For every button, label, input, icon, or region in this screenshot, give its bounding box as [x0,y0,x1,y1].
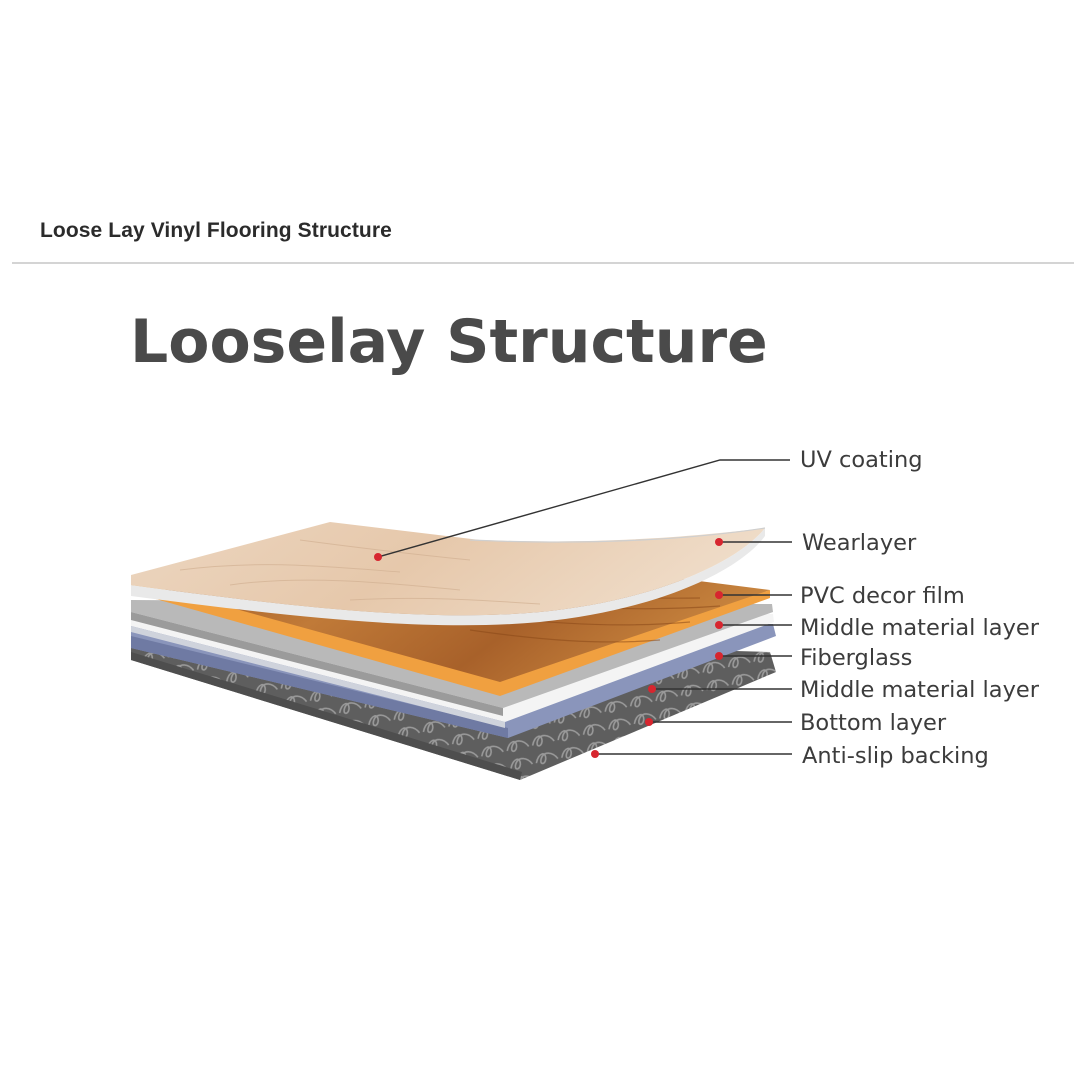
label-middle-material-layer-2: Middle material layer [800,677,1040,703]
layer-stack [131,522,776,780]
dot-uv-coating [374,553,382,561]
middle-material-layer-edge [131,612,503,716]
dot-pvc-decor-film [715,591,723,599]
diagram-title: Looselay Structure [130,307,768,377]
divider [12,262,1074,264]
label-uv-coating: UV coating [800,447,923,473]
label-anti-slip-backing: Anti-slip backing [802,743,989,769]
label-wearlayer: Wearlayer [802,530,917,556]
leader-lines [377,459,792,755]
dot-wearlayer [715,538,723,546]
label-pvc-decor-film: PVC decor film [800,583,965,609]
dot-middle-material-layer-2 [648,685,656,693]
bottom-layer-edge [131,636,508,738]
label-middle-material-layer-1: Middle material layer [800,615,1040,641]
label-fiberglass: Fiberglass [800,645,912,671]
wearlayer-clear-edge [469,527,766,543]
fiberglass-edge [131,626,505,728]
dot-anti-slip-backing [591,750,599,758]
pvc-decor-film-edge [131,580,770,696]
dot-fiberglass [715,652,723,660]
dot-bottom-layer [645,718,653,726]
section-heading: Loose Lay Vinyl Flooring Structure [40,219,392,242]
label-bottom-layer: Bottom layer [800,710,947,736]
light-wood-grain [179,539,541,605]
dot-middle-material-layer-1 [715,621,723,629]
layer-labels: UV coating Wearlayer PVC decor film Midd… [800,447,1040,769]
leader-uv-coating [377,459,790,558]
wearlayer-sheet [131,522,765,616]
callout-dots [374,538,723,758]
anti-slip-backing-edge [131,652,522,780]
